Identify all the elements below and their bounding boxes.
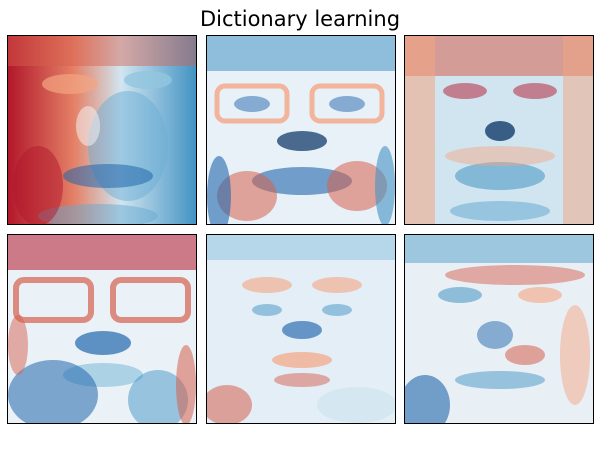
component-image-1 xyxy=(7,35,197,225)
figure-title: Dictionary learning xyxy=(199,7,401,31)
component-image-4 xyxy=(7,234,197,424)
component-image-3-graphic xyxy=(405,36,593,224)
component-image-4-graphic xyxy=(8,235,196,423)
component-image-5-graphic xyxy=(207,235,395,423)
component-image-2-graphic xyxy=(207,36,395,224)
component-image-2 xyxy=(206,35,396,225)
component-image-1-graphic xyxy=(8,36,196,224)
component-image-5 xyxy=(206,234,396,424)
component-image-6-graphic xyxy=(405,235,593,423)
component-image-3 xyxy=(404,35,594,225)
component-image-6 xyxy=(404,234,594,424)
